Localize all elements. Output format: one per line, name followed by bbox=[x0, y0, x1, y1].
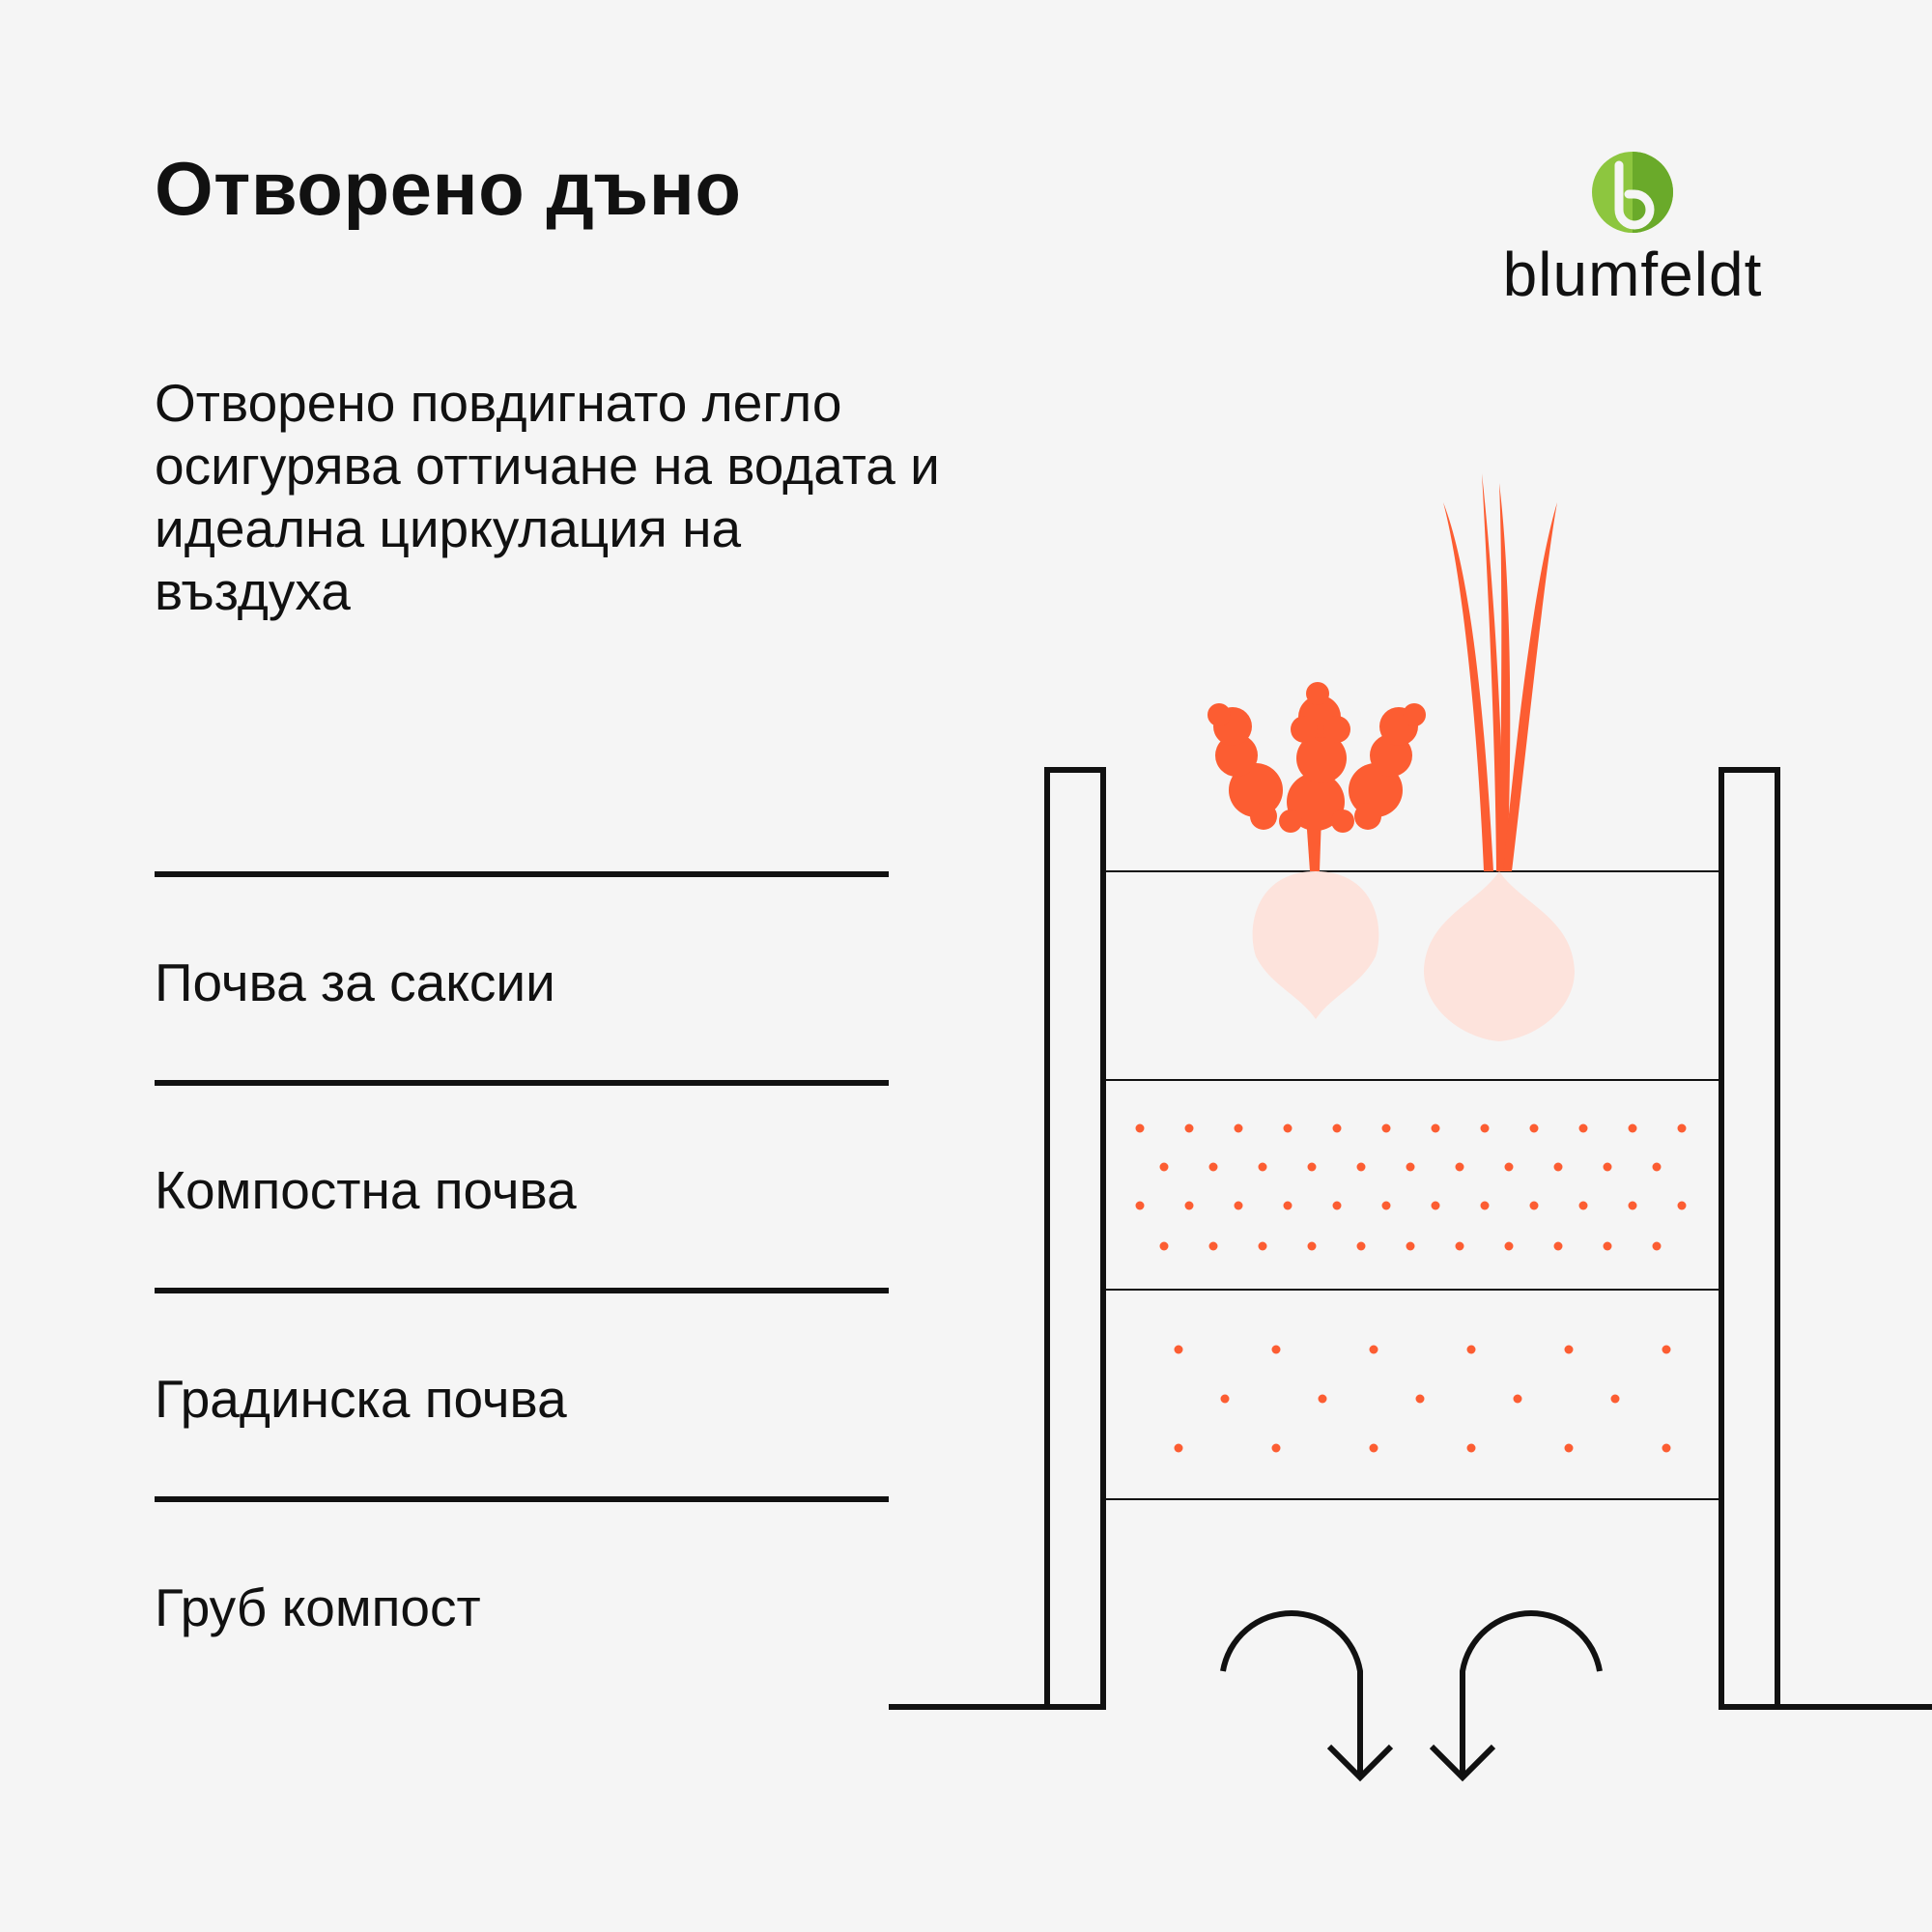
soil-dot bbox=[1234, 1201, 1243, 1210]
soil-dot bbox=[1466, 1345, 1476, 1354]
soil-dot bbox=[1529, 1201, 1539, 1210]
soil-dot bbox=[1406, 1241, 1415, 1251]
soil-dot bbox=[1332, 1123, 1342, 1133]
soil-dot bbox=[1628, 1123, 1637, 1133]
layer-label-garden-soil: Градинска почва bbox=[155, 1369, 567, 1429]
soil-dot bbox=[1480, 1201, 1490, 1210]
soil-dot bbox=[1283, 1123, 1293, 1133]
soil-dot bbox=[1504, 1162, 1514, 1172]
soil-dot bbox=[1431, 1201, 1440, 1210]
soil-dot bbox=[1369, 1443, 1378, 1453]
bed-wall-left bbox=[1044, 767, 1106, 1710]
soil-dot bbox=[1381, 1123, 1391, 1133]
layer-divider bbox=[155, 1496, 889, 1502]
soil-dot bbox=[1431, 1123, 1440, 1133]
soil-dot bbox=[1258, 1241, 1267, 1251]
soil-dot bbox=[1652, 1162, 1662, 1172]
soil-dot bbox=[1369, 1345, 1378, 1354]
soil-dot bbox=[1513, 1394, 1522, 1404]
soil-dot bbox=[1504, 1241, 1514, 1251]
soil-dot bbox=[1455, 1162, 1464, 1172]
layer-label-potting-soil: Почва за саксии bbox=[155, 952, 555, 1012]
brand-logo: blumfeldt bbox=[1478, 150, 1787, 309]
soil-dot bbox=[1174, 1443, 1183, 1453]
soil-dot bbox=[1610, 1394, 1620, 1404]
soil-dot bbox=[1159, 1162, 1169, 1172]
soil-dot bbox=[1677, 1201, 1687, 1210]
soil-dot bbox=[1406, 1162, 1415, 1172]
soil-dot bbox=[1677, 1123, 1687, 1133]
blumfeldt-leaf-logo-icon bbox=[1592, 152, 1673, 233]
bed-wall-right bbox=[1719, 767, 1780, 1710]
soil-dot bbox=[1578, 1201, 1588, 1210]
water-drainage-arrows-icon bbox=[1220, 1610, 1603, 1782]
soil-dot bbox=[1135, 1123, 1145, 1133]
soil-dot bbox=[1208, 1241, 1218, 1251]
page-title: Отворено дъно bbox=[155, 146, 742, 231]
soil-dot bbox=[1480, 1123, 1490, 1133]
soil-dot bbox=[1184, 1123, 1194, 1133]
beet-icon bbox=[1208, 682, 1426, 1019]
layer-divider bbox=[155, 1080, 889, 1086]
soil-dot bbox=[1529, 1123, 1539, 1133]
soil-dot bbox=[1356, 1241, 1366, 1251]
soil-dot bbox=[1307, 1241, 1317, 1251]
soil-dot bbox=[1564, 1345, 1574, 1354]
layer-label-compost-soil: Компостна почва bbox=[155, 1160, 577, 1220]
soil-dot bbox=[1283, 1201, 1293, 1210]
soil-dot bbox=[1553, 1162, 1563, 1172]
soil-dot bbox=[1466, 1443, 1476, 1453]
soil-dot bbox=[1318, 1394, 1327, 1404]
onion-icon bbox=[1424, 473, 1575, 1041]
soil-dot bbox=[1381, 1201, 1391, 1210]
soil-dot bbox=[1652, 1241, 1662, 1251]
soil-dot bbox=[1220, 1394, 1230, 1404]
soil-dot bbox=[1415, 1394, 1425, 1404]
soil-dot bbox=[1174, 1345, 1183, 1354]
compost-soil-texture bbox=[1135, 1123, 1687, 1251]
brand-name: blumfeldt bbox=[1502, 240, 1763, 309]
soil-dot bbox=[1628, 1201, 1637, 1210]
layer-label-coarse-compost: Груб компост bbox=[155, 1577, 481, 1637]
soil-dot bbox=[1564, 1443, 1574, 1453]
soil-dot bbox=[1332, 1201, 1342, 1210]
soil-dot bbox=[1135, 1201, 1145, 1210]
description-text: Отворено повдигнато легло осигурява отти… bbox=[155, 373, 940, 621]
soil-dot bbox=[1553, 1241, 1563, 1251]
soil-dot bbox=[1603, 1241, 1612, 1251]
soil-dot bbox=[1234, 1123, 1243, 1133]
soil-dot bbox=[1603, 1162, 1612, 1172]
soil-dot bbox=[1271, 1345, 1281, 1354]
soil-dot bbox=[1455, 1241, 1464, 1251]
soil-dot bbox=[1578, 1123, 1588, 1133]
soil-dot bbox=[1258, 1162, 1267, 1172]
soil-dot bbox=[1356, 1162, 1366, 1172]
soil-dot bbox=[1159, 1241, 1169, 1251]
soil-dot bbox=[1307, 1162, 1317, 1172]
garden-soil-texture bbox=[1174, 1345, 1671, 1453]
soil-dot bbox=[1271, 1443, 1281, 1453]
layer-divider bbox=[155, 871, 889, 877]
soil-dot bbox=[1662, 1345, 1671, 1354]
soil-dot bbox=[1662, 1443, 1671, 1453]
soil-dot bbox=[1184, 1201, 1194, 1210]
soil-dot bbox=[1208, 1162, 1218, 1172]
layer-divider bbox=[155, 1288, 889, 1293]
